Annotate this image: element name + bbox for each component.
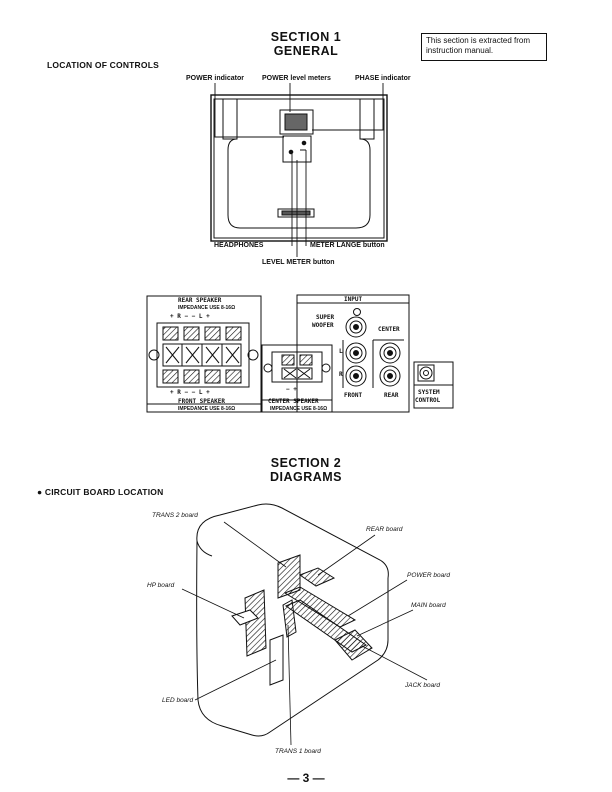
rear-board-label: REAR board <box>366 526 403 533</box>
section1-title: GENERAL <box>273 44 339 58</box>
center-polarity-label: − + <box>286 386 297 393</box>
rear-speaker-label: REAR SPEAKER <box>178 297 222 304</box>
system-label: SYSTEM <box>418 389 440 396</box>
center-input-label: CENTER <box>378 326 400 333</box>
input-label: INPUT <box>344 296 363 303</box>
front-unit-drawing <box>210 94 388 242</box>
level-meter-label: LEVEL METER button <box>262 259 335 266</box>
main-board-label: MAIN board <box>411 602 446 609</box>
front-polarity-label: + R − − L + <box>170 389 210 396</box>
rear-input-label: REAR <box>384 392 399 399</box>
rear-polarity-label: + R − − L + <box>170 313 210 320</box>
section2-title: DIAGRAMS <box>269 470 343 484</box>
front-speaker-label: FRONT SPEAKER <box>178 398 225 405</box>
internal-boards <box>231 554 373 686</box>
r-label: R <box>339 371 343 378</box>
center-impedance-label: IMPEDANCE USE 8-16Ω <box>270 406 328 412</box>
trans1-board-label: TRANS 1 board <box>275 748 321 755</box>
circuit-board-cube <box>196 503 389 737</box>
speaker-terminal-panel <box>146 295 262 413</box>
phase-indicator-label: PHASE indicator <box>355 75 411 82</box>
power-board-label: POWER board <box>407 572 450 579</box>
front-impedance-label: IMPEDANCE USE 8-16Ω <box>178 406 236 412</box>
jack-board-label: JACK board <box>405 682 441 689</box>
input-jack-panel <box>296 294 410 413</box>
section1-number: SECTION 1 <box>270 30 342 44</box>
woofer-label: WOOFER <box>312 322 334 329</box>
trans2-board-label: TRANS 2 board <box>152 512 198 519</box>
section2-number: SECTION 2 <box>270 456 342 470</box>
l-label: L <box>339 348 343 355</box>
extract-note: This section is extracted from instructi… <box>421 33 547 61</box>
circuit-board-location-heading: ● CIRCUIT BOARD LOCATION <box>37 487 164 497</box>
page-number: — 3 — <box>287 771 325 785</box>
power-indicator-label: POWER indicator <box>186 75 244 82</box>
power-level-meters-label: POWER level meters <box>262 75 331 82</box>
control-label: CONTROL <box>415 397 441 404</box>
meter-lange-label: METER LANGE button <box>310 242 385 249</box>
rear-impedance-label: IMPEDANCE USE 8-16Ω <box>178 305 236 311</box>
led-board-label: LED board <box>162 697 194 704</box>
system-control-panel <box>413 361 454 409</box>
headphones-label: HEADPHONES <box>214 242 264 249</box>
hp-board-label: HP board <box>147 582 175 589</box>
front-input-label: FRONT <box>344 392 363 399</box>
super-label: SUPER <box>316 314 335 321</box>
location-of-controls-heading: LOCATION OF CONTROLS <box>47 60 159 70</box>
center-speaker-label: CENTER SPEAKER <box>268 398 319 405</box>
